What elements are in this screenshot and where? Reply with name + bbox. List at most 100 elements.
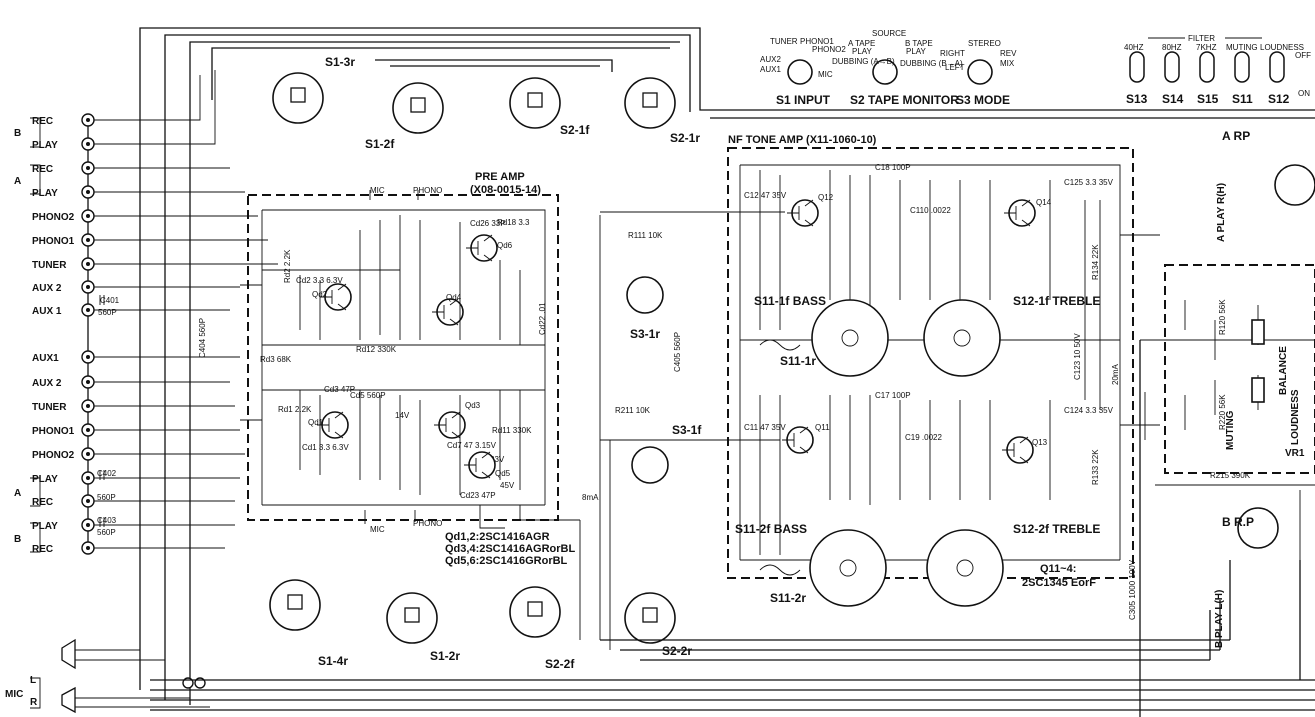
part-label: Cd23 47P — [460, 491, 496, 500]
mic-l-label: L — [30, 675, 36, 686]
jack-label: TUNER — [32, 260, 67, 271]
jack-label: AUX 2 — [32, 283, 62, 294]
rotary-switches — [269, 72, 676, 644]
switch-label: S11-1r — [780, 354, 816, 368]
input-label: S1 INPUT — [776, 93, 831, 107]
right-section — [1155, 164, 1315, 560]
switch-label: S12-1f TREBLE — [1013, 294, 1100, 308]
switch-label: S11-2r — [770, 591, 806, 605]
part-label: Cd22 .01 — [538, 302, 547, 335]
switch-label: S1-2f — [365, 137, 395, 151]
switch-label: S2-1f — [560, 123, 590, 137]
jack-label: REC — [32, 164, 53, 175]
part-label: Rd1 2.2K — [278, 405, 312, 414]
cap-label: C404 560P — [198, 318, 207, 358]
part-label: Q14 — [1036, 198, 1052, 207]
voltage-label: 45V — [500, 481, 515, 490]
input-option: PHONO2 — [812, 45, 846, 54]
bottom-bus — [150, 215, 1315, 717]
current-label: 8mA — [582, 493, 599, 502]
jack-label: PHONO1 — [32, 426, 75, 437]
tone-part-labels: Q12 Q14 Q11 Q13 C18 100P C17 100P C110 .… — [615, 163, 1114, 485]
preamp-box — [247, 194, 559, 521]
mode-option: MIX — [1000, 59, 1015, 68]
top-wires — [139, 27, 1315, 705]
input-option: AUX1 — [760, 65, 781, 74]
tone-switch-labels: S11-1f BASS S12-1f TREBLE S11-1r S11-2f … — [735, 294, 1100, 605]
tape-option: DUBBING (A→B) — [832, 57, 895, 66]
part-label: Cd26 33P — [470, 219, 506, 228]
jack-label: PHONO2 — [32, 450, 75, 461]
input-option: AUX2 — [760, 55, 781, 64]
group-label: B — [14, 128, 21, 139]
jack-label: REC — [32, 497, 53, 508]
part-label: C19 .0022 — [905, 433, 942, 442]
jack-label: AUX 2 — [32, 378, 62, 389]
tone-labels: NF TONE AMP (X11-1060-10) Q11~4: 2SC1345… — [582, 134, 1120, 589]
jack-label: PLAY — [32, 521, 58, 532]
mode-label: S3 MODE — [956, 93, 1010, 107]
part-label: Qd5 — [495, 469, 511, 478]
mic-node: MIC — [370, 525, 385, 534]
part-label: Qd2 — [312, 290, 328, 299]
filter-switch: S12 — [1268, 92, 1290, 106]
switch-label: S12-2f TREBLE — [1013, 522, 1100, 536]
part-label: C11 47 35V — [744, 423, 786, 432]
tape-option: B TAPE — [905, 39, 933, 48]
preamp-labels: PRE AMP (X08-0015-14) MIC PHONO MIC PHON… — [370, 171, 575, 567]
b-rp-label: B R.P — [1222, 515, 1254, 529]
part-label: R111 10K — [628, 231, 663, 240]
mode-option: LEFT — [945, 63, 965, 72]
resistor-label: R215 390K — [1210, 471, 1251, 480]
phono-node: PHONO — [413, 519, 442, 528]
voltage-label: 14V — [395, 411, 410, 420]
jack-label: AUX1 — [32, 353, 59, 364]
cap-label: C401 — [100, 296, 120, 305]
part-label: Q11 — [815, 423, 830, 432]
preamp-transistors — [317, 234, 498, 479]
jack-label: TUNER — [32, 402, 67, 413]
part-label: C17 100P — [875, 391, 911, 400]
part-label: C405 560P — [673, 332, 682, 372]
part-label: C123 10 50V — [1073, 333, 1082, 380]
part-label: C18 100P — [875, 163, 911, 172]
preamp-code: (X08-0015-14) — [470, 184, 541, 196]
jack-label: AUX 1 — [32, 306, 62, 317]
switch-label: S1-4r — [318, 654, 348, 668]
mic-node: MIC — [370, 186, 385, 195]
voltage-label: 23V — [490, 455, 505, 464]
current-label: 20mA — [1111, 363, 1120, 385]
phono-node: PHONO — [413, 186, 442, 195]
transistor-note: Qd1,2:2SC1416AGR — [445, 531, 550, 543]
jack-label: PHONO2 — [32, 212, 75, 223]
mic-r-label: R — [30, 697, 38, 708]
vr1-label: VR1 — [1285, 448, 1305, 459]
switch-label: S11-1f BASS — [754, 294, 826, 308]
switch-label: S1-3r — [325, 55, 355, 69]
part-label: C110 .0022 — [910, 206, 951, 215]
filter-item: MUTING — [1226, 43, 1258, 52]
switch-labels: S1-3r S1-2f S2-1f S2-1r S3-1r S3-1f S1-4… — [318, 55, 702, 671]
mode-option: RIGHT — [940, 49, 965, 58]
preamp-wiring — [240, 190, 580, 529]
filter-item: LOUDNESS — [1260, 43, 1304, 52]
on-label: ON — [1298, 89, 1310, 98]
switch-label: S2-2f — [545, 657, 575, 671]
source-label: SOURCE — [872, 29, 906, 38]
part-label: Cd2 3.3 6.3V — [296, 276, 343, 285]
transistor-note: Qd3,4:2SC1416AGRorBL — [445, 543, 575, 555]
group-label: B — [14, 534, 21, 545]
q-note: Q11~4: — [1040, 563, 1076, 575]
mode-option: STEREO — [968, 39, 1001, 48]
filter-item: 80HZ — [1162, 43, 1182, 52]
tape-option: PLAY — [852, 47, 873, 56]
filter-item: 40HZ — [1124, 43, 1144, 52]
cap-value: 560P — [97, 528, 116, 537]
preamp-part-labels: Rd2 2.2K Qd2 Qd4 Qd6 Qd1 Qd3 Qd5 Cd2 3.3… — [260, 218, 547, 500]
switch-label: S1-2r — [430, 649, 460, 663]
tone-rotaries — [759, 299, 1004, 607]
preamp-title: PRE AMP — [475, 171, 525, 183]
switch-label: S3-1f — [672, 423, 702, 437]
tape-option: PLAY — [906, 47, 927, 56]
